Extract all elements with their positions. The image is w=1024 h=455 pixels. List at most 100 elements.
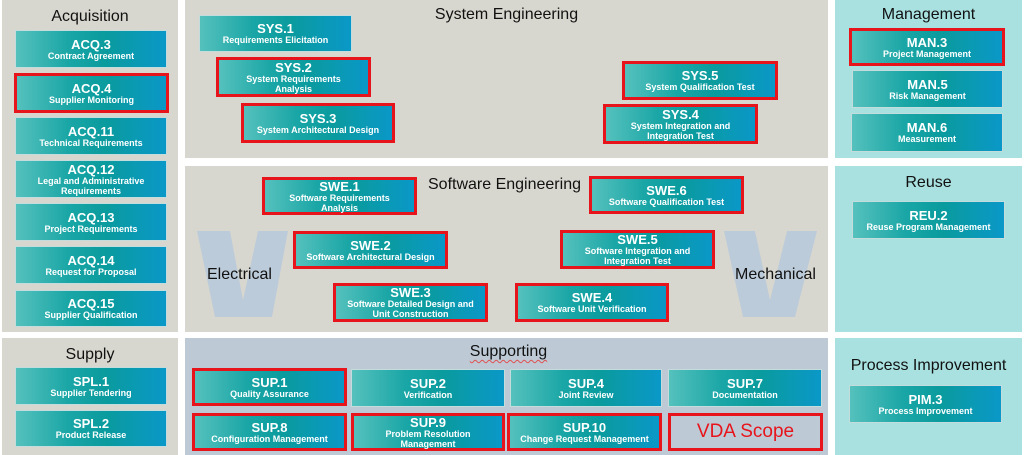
process-code: SUP.2 [410,375,446,391]
process-description: Risk Management [889,90,966,101]
reuse-panel: Reuse [835,166,1022,332]
process-box-acq-13[interactable]: ACQ.13 Project Requirements [15,203,167,241]
process-description: Measurement [897,134,957,144]
process-description: System Qualification Test [645,82,755,92]
process-box-swe-3[interactable]: SWE.3 Software Detailed Design and Unit … [333,283,488,322]
process-code: MAN.6 [906,120,948,135]
process-description: Supplier Qualification [44,310,138,320]
process-box-man-3[interactable]: MAN.3 Project Management [849,28,1005,66]
process-description: Configuration Management [211,433,328,444]
process-box-sup-9[interactable]: SUP.9 Problem Resolution Management [351,413,505,451]
process-description: System Requirements Analysis [246,73,341,94]
process-box-acq-4[interactable]: ACQ.4 Supplier Monitoring [14,73,169,113]
acquisition-title: Acquisition [51,8,129,25]
process-description: Software Qualification Test [608,196,725,207]
process-box-spl-1[interactable]: SPL.1 Supplier Tendering [15,367,167,405]
reuse-title: Reuse [905,174,952,191]
process-description: Supplier Tendering [50,387,132,398]
vda-scope-legend: VDA Scope [668,413,823,451]
process-box-sup-2[interactable]: SUP.2 Verification [351,369,505,407]
process-box-man-5[interactable]: MAN.5 Risk Management [852,70,1003,108]
process-code: REU.2 [909,207,948,223]
process-box-swe-6[interactable]: SWE.6 Software Qualification Test [589,176,744,214]
process-code: SPL.2 [72,416,110,431]
process-description: Software Architectural Design [306,251,435,262]
process-box-sup-8[interactable]: SUP.8 Configuration Management [192,413,347,451]
process-box-swe-1[interactable]: SWE.1 Software Requirements Analysis [262,177,417,215]
system-engineering-title: System Engineering [434,6,579,23]
process-code: ACQ.12 [67,161,115,177]
supply-title: Supply [65,346,115,363]
process-box-acq-12[interactable]: ACQ.12 Legal and Administrative Requirem… [15,160,167,198]
process-description: Requirements Elicitation [222,35,329,45]
process-improvement-title: Process Improvement [850,357,1007,374]
process-code: ACQ.4 [71,80,112,96]
process-code: SWE.3 [390,285,431,300]
process-code: ACQ.14 [67,252,115,268]
process-code: SUP.4 [568,375,604,391]
process-box-swe-5[interactable]: SWE.5 Software Integration and Integrati… [560,230,715,269]
process-code: SWE.2 [350,237,391,253]
process-box-acq-11[interactable]: ACQ.11 Technical Requirements [15,117,167,155]
supporting-title: Supporting [469,343,548,360]
process-description: Legal and Administrative Requirements [37,175,145,196]
process-code: SWE.5 [617,232,658,247]
process-box-sys-2[interactable]: SYS.2 System Requirements Analysis [216,57,371,97]
process-box-sup-10[interactable]: SUP.10 Change Request Management [507,413,662,451]
process-description: Change Request Management [520,433,649,444]
process-description: System Integration and Integration Test [630,120,731,141]
process-description: Contract Agreement [47,50,135,61]
process-code: SUP.9 [410,414,446,430]
process-description: Software Detailed Design and Unit Constr… [347,299,474,319]
management-title: Management [881,6,976,23]
process-description: Process Improvement [878,405,973,416]
process-description: Technical Requirements [39,137,143,148]
process-description: System Architectural Design [256,124,380,135]
process-code: SYS.5 [681,68,719,83]
process-box-sys-1[interactable]: SYS.1 Requirements Elicitation [199,15,352,52]
process-code: PIM.3 [908,391,943,407]
process-code: SPL.1 [72,373,110,389]
process-box-sys-4[interactable]: SYS.4 System Integration and Integration… [603,104,758,144]
process-code: SYS.4 [662,106,699,122]
process-box-acq-14[interactable]: ACQ.14 Request for Proposal [15,246,167,284]
process-code: SWE.1 [319,178,360,194]
process-box-man-6[interactable]: MAN.6 Measurement [851,113,1003,152]
process-description: Reuse Program Management [866,221,991,232]
process-code: SYS.2 [275,59,312,75]
process-box-sup-4[interactable]: SUP.4 Joint Review [510,369,662,407]
process-description: Project Management [882,48,972,59]
process-box-sys-5[interactable]: SYS.5 System Qualification Test [622,61,778,100]
process-box-reu-2[interactable]: REU.2 Reuse Program Management [852,201,1005,239]
mechanical-v-shape [724,231,817,317]
process-code: SWE.6 [646,182,687,198]
process-code: SYS.1 [257,21,294,36]
process-box-pim-3[interactable]: PIM.3 Process Improvement [849,385,1002,423]
process-description: Supplier Monitoring [49,94,134,105]
process-code: ACQ.13 [67,209,115,225]
mechanical-label: Mechanical [735,266,816,283]
process-box-sup-7[interactable]: SUP.7 Documentation [668,369,822,407]
process-description: Software Unit Verification [537,304,647,314]
process-box-swe-4[interactable]: SWE.4 Software Unit Verification [515,283,669,322]
process-description: Documentation [712,389,778,400]
process-box-spl-2[interactable]: SPL.2 Product Release [15,410,167,447]
process-code: SYS.3 [299,110,337,126]
process-box-sup-1[interactable]: SUP.1 Quality Assurance [192,368,347,406]
process-code: ACQ.11 [67,123,115,139]
process-code: ACQ.15 [67,296,115,311]
process-box-swe-2[interactable]: SWE.2 Software Architectural Design [293,231,448,269]
vda-scope-legend-label: VDA Scope [696,421,795,442]
process-description: Quality Assurance [230,388,309,399]
process-box-acq-3[interactable]: ACQ.3 Contract Agreement [15,30,167,68]
process-code: SWE.4 [571,290,613,305]
process-description: Joint Review [558,389,614,400]
electrical-label: Electrical [207,266,272,283]
process-code: SUP.10 [562,419,607,435]
software-engineering-title: Software Engineering [428,176,581,193]
process-box-sys-3[interactable]: SYS.3 System Architectural Design [241,103,395,143]
electrical-v-shape [197,231,288,317]
process-description: Software Integration and Integration Tes… [584,246,691,266]
process-box-acq-15[interactable]: ACQ.15 Supplier Qualification [15,290,167,327]
